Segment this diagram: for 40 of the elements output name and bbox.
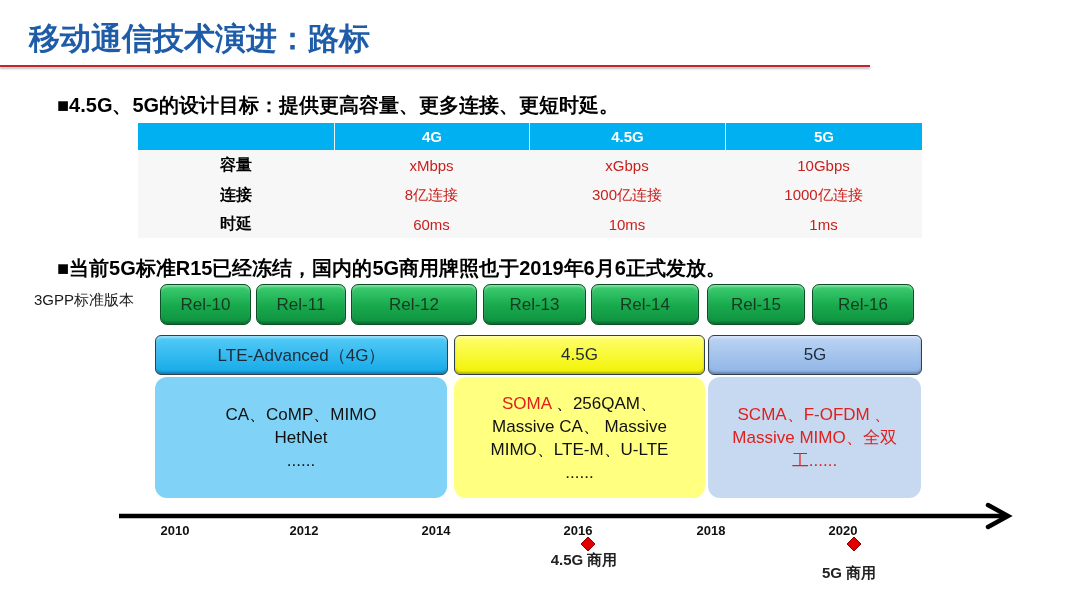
era-bar: 5G xyxy=(708,335,922,375)
feature-box: SOMA 、256QAM、 Massive CA、 Massive MIMO、LTE-M、U-LTE ...... xyxy=(454,377,705,498)
row-caption: 3GPP标准版本 xyxy=(34,290,135,310)
slide-title: 移动通信技术演进：路标 xyxy=(29,20,370,58)
year-label: 2010 xyxy=(160,523,190,538)
table-cell: 1000亿连接 xyxy=(725,181,922,210)
header-cell: 5G xyxy=(725,123,922,150)
feature-box: SCMA、F-OFDM 、 Massive MIMO、全双工...... xyxy=(708,377,921,498)
bullet-text: ■4.5G、5G的设计目标：提供更高容量、更多连接、更短时延。 xyxy=(57,93,620,118)
milestone-label: 4.5G 商用 xyxy=(550,551,618,568)
release-box: Rel-11 xyxy=(256,284,346,325)
table-cell: 连接 xyxy=(138,181,334,210)
year-label: 2020 xyxy=(828,523,858,538)
feature-box: CA、CoMP、MIMO HetNet ...... xyxy=(155,377,447,498)
table-cell: xMbps xyxy=(334,150,529,181)
era-bar: LTE-Advanced（4G） xyxy=(155,335,448,375)
table-cell: 容量 xyxy=(138,150,334,181)
release-box: Rel-16 xyxy=(812,284,914,325)
table-cell: 300亿连接 xyxy=(529,181,725,210)
table-cell: 10Gbps xyxy=(725,150,922,181)
table-cell: 60ms xyxy=(334,210,529,238)
release-box: Rel-13 xyxy=(483,284,586,325)
table-cell: 时延 xyxy=(138,210,334,238)
bullet-text: ■当前5G标准R15已经冻结，国内的5G商用牌照也于2019年6月6正式发放。 xyxy=(57,256,726,281)
release-box: Rel-14 xyxy=(591,284,699,325)
header-cell: 4G xyxy=(334,123,529,150)
year-label: 2014 xyxy=(421,523,451,538)
release-box: Rel-15 xyxy=(707,284,805,325)
table-cell: 1ms xyxy=(725,210,922,238)
year-label: 2016 xyxy=(563,523,593,538)
table-cell: 10ms xyxy=(529,210,725,238)
milestone-label: 5G 商用 xyxy=(821,564,877,581)
year-label: 2012 xyxy=(289,523,319,538)
table-cell: 8亿连接 xyxy=(334,181,529,210)
release-box: Rel-12 xyxy=(351,284,477,325)
header-cell: 4.5G xyxy=(529,123,725,150)
year-label: 2018 xyxy=(696,523,726,538)
era-bar: 4.5G xyxy=(454,335,705,375)
table-cell: xGbps xyxy=(529,150,725,181)
release-box: Rel-10 xyxy=(160,284,251,325)
